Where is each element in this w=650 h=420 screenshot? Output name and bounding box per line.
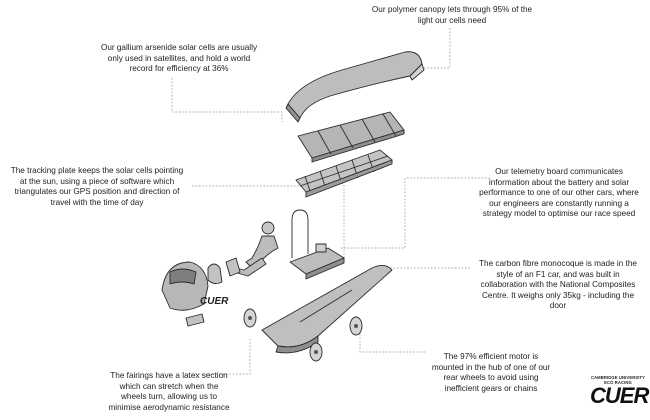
nose-fairing — [161, 261, 209, 311]
callout-fairings: The fairings have a latex section which … — [108, 371, 230, 412]
callout-telemetry: Our telemetry board communicates informa… — [479, 167, 639, 219]
wheels — [243, 308, 363, 362]
leader-fairings — [185, 338, 251, 375]
callout-monocoque: The carbon fibre monocoque is made in th… — [479, 259, 637, 311]
leader-telemetry — [340, 177, 490, 249]
callout-motor: The 97% efficient motor is mounted in th… — [431, 352, 551, 393]
roll-hoop — [291, 209, 309, 258]
driver-figure — [233, 221, 279, 277]
logo-mark: CUER — [590, 383, 649, 408]
solar-cell-panel — [297, 111, 405, 163]
wheel-fairings — [185, 257, 241, 327]
tracking-plate — [295, 149, 393, 198]
monocoque-part — [261, 265, 393, 354]
callout-canopy: Our polymer canopy lets through 95% of t… — [371, 5, 533, 25]
leader-cells — [171, 78, 283, 122]
callout-tracking-plate: The tracking plate keeps the solar cells… — [10, 166, 184, 207]
fairing-decal: CUER — [200, 296, 229, 307]
cuer-logo: CAMBRIDGE UNIVERSITY ECO RACING CUER — [590, 375, 649, 408]
logo-line-2: ECO RACING — [604, 380, 632, 385]
leader-motor — [359, 332, 425, 353]
canopy-part — [285, 51, 425, 123]
logo-line-1: CAMBRIDGE UNIVERSITY — [590, 375, 646, 380]
leader-lines — [171, 28, 490, 375]
callout-solar-cells: Our gallium arsenide solar cells are usu… — [100, 43, 258, 74]
telemetry-board — [289, 243, 345, 280]
